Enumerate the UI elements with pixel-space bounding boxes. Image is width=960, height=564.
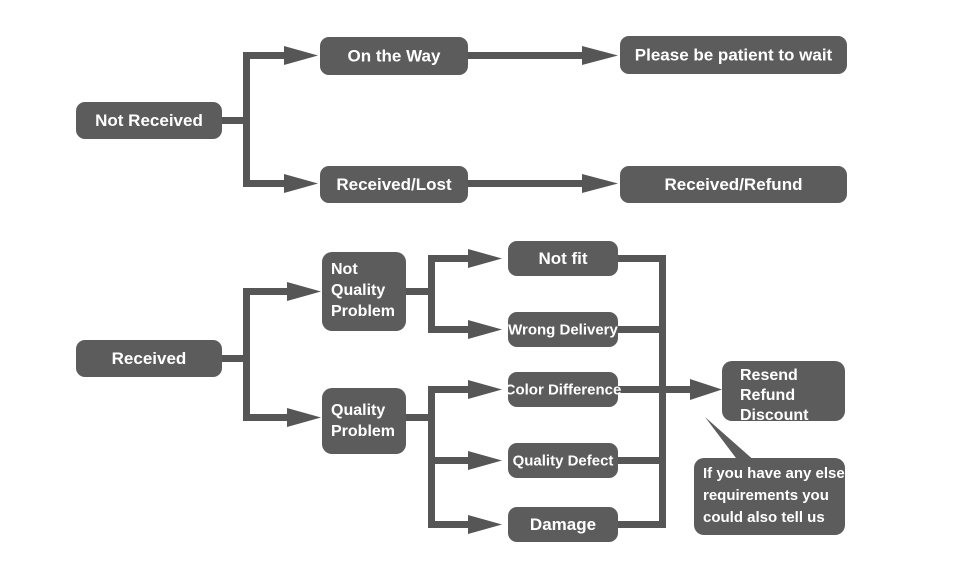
- node-quality-problem[interactable]: Quality Problem: [322, 388, 406, 454]
- node-resend-refund-discount[interactable]: Resend Refund Discount: [722, 361, 845, 424]
- arrow-quality-problem-to-color-difference: [428, 380, 502, 399]
- arrow-received-to-not-quality-problem: [243, 282, 321, 301]
- node-quality-defect-label: Quality Defect: [513, 452, 614, 469]
- node-color-difference-label: Color Difference: [505, 381, 622, 398]
- arrow-not-quality-problem-to-not-fit: [428, 249, 502, 268]
- node-received-lost-label: Received/Lost: [336, 175, 452, 194]
- connector-not-quality-problem-stem: [405, 255, 435, 333]
- connector-received-stem: [222, 288, 250, 421]
- node-not-quality-problem[interactable]: Not Quality Problem: [322, 252, 406, 331]
- node-not-fit[interactable]: Not fit: [508, 241, 618, 276]
- node-not-fit-label: Not fit: [538, 249, 587, 268]
- node-damage[interactable]: Damage: [508, 507, 618, 542]
- node-wrong-delivery[interactable]: Wrong Delivery: [508, 312, 619, 347]
- arrow-quality-problem-to-quality-defect: [428, 451, 502, 470]
- node-resend-refund-discount-line2: Refund: [740, 387, 795, 404]
- node-color-difference[interactable]: Color Difference: [505, 372, 622, 407]
- node-not-quality-problem-line1: Not: [331, 261, 358, 278]
- node-not-quality-problem-line3: Problem: [331, 303, 395, 320]
- node-resend-refund-discount-line1: Resend: [740, 367, 798, 384]
- callout-line1: If you have any else: [703, 465, 845, 482]
- arrow-on-the-way-to-please-be-patient: [468, 46, 618, 65]
- node-received[interactable]: Received: [76, 340, 222, 377]
- node-please-be-patient[interactable]: Please be patient to wait: [620, 36, 847, 74]
- callout-line2: requirements you: [703, 487, 829, 504]
- connector-reason-collector-bus: [617, 255, 666, 528]
- callout-additional-requirements[interactable]: If you have any else requirements you co…: [694, 417, 845, 535]
- node-quality-defect[interactable]: Quality Defect: [508, 443, 618, 478]
- node-on-the-way[interactable]: On the Way: [320, 37, 468, 75]
- callout-tail-icon: [705, 417, 765, 470]
- arrow-collector-to-resend-refund-discount: [659, 379, 722, 400]
- callout-line3: could also tell us: [703, 509, 825, 526]
- arrow-received-lost-to-received-refund: [468, 174, 618, 193]
- node-received-refund[interactable]: Received/Refund: [620, 166, 847, 203]
- node-not-received-label: Not Received: [95, 111, 203, 130]
- node-quality-problem-line2: Problem: [331, 423, 395, 440]
- connector-not-received-stem: [222, 52, 250, 187]
- arrow-quality-problem-to-damage: [428, 515, 502, 534]
- arrow-not-received-to-received-lost: [243, 174, 318, 193]
- node-on-the-way-label: On the Way: [348, 46, 441, 65]
- arrow-not-quality-problem-to-wrong-delivery: [428, 320, 502, 339]
- node-resend-refund-discount-line3: Discount: [740, 407, 809, 424]
- node-not-received[interactable]: Not Received: [76, 102, 222, 139]
- node-quality-problem-line1: Quality: [331, 402, 385, 419]
- arrow-not-received-to-on-the-way: [243, 46, 318, 65]
- node-received-refund-label: Received/Refund: [665, 175, 803, 194]
- node-not-quality-problem-line2: Quality: [331, 282, 385, 299]
- node-received-lost[interactable]: Received/Lost: [320, 166, 468, 203]
- arrow-received-to-quality-problem: [243, 408, 321, 427]
- node-damage-label: Damage: [530, 515, 596, 534]
- node-please-be-patient-label: Please be patient to wait: [635, 45, 833, 64]
- node-wrong-delivery-label: Wrong Delivery: [508, 321, 618, 338]
- node-received-label: Received: [112, 349, 187, 368]
